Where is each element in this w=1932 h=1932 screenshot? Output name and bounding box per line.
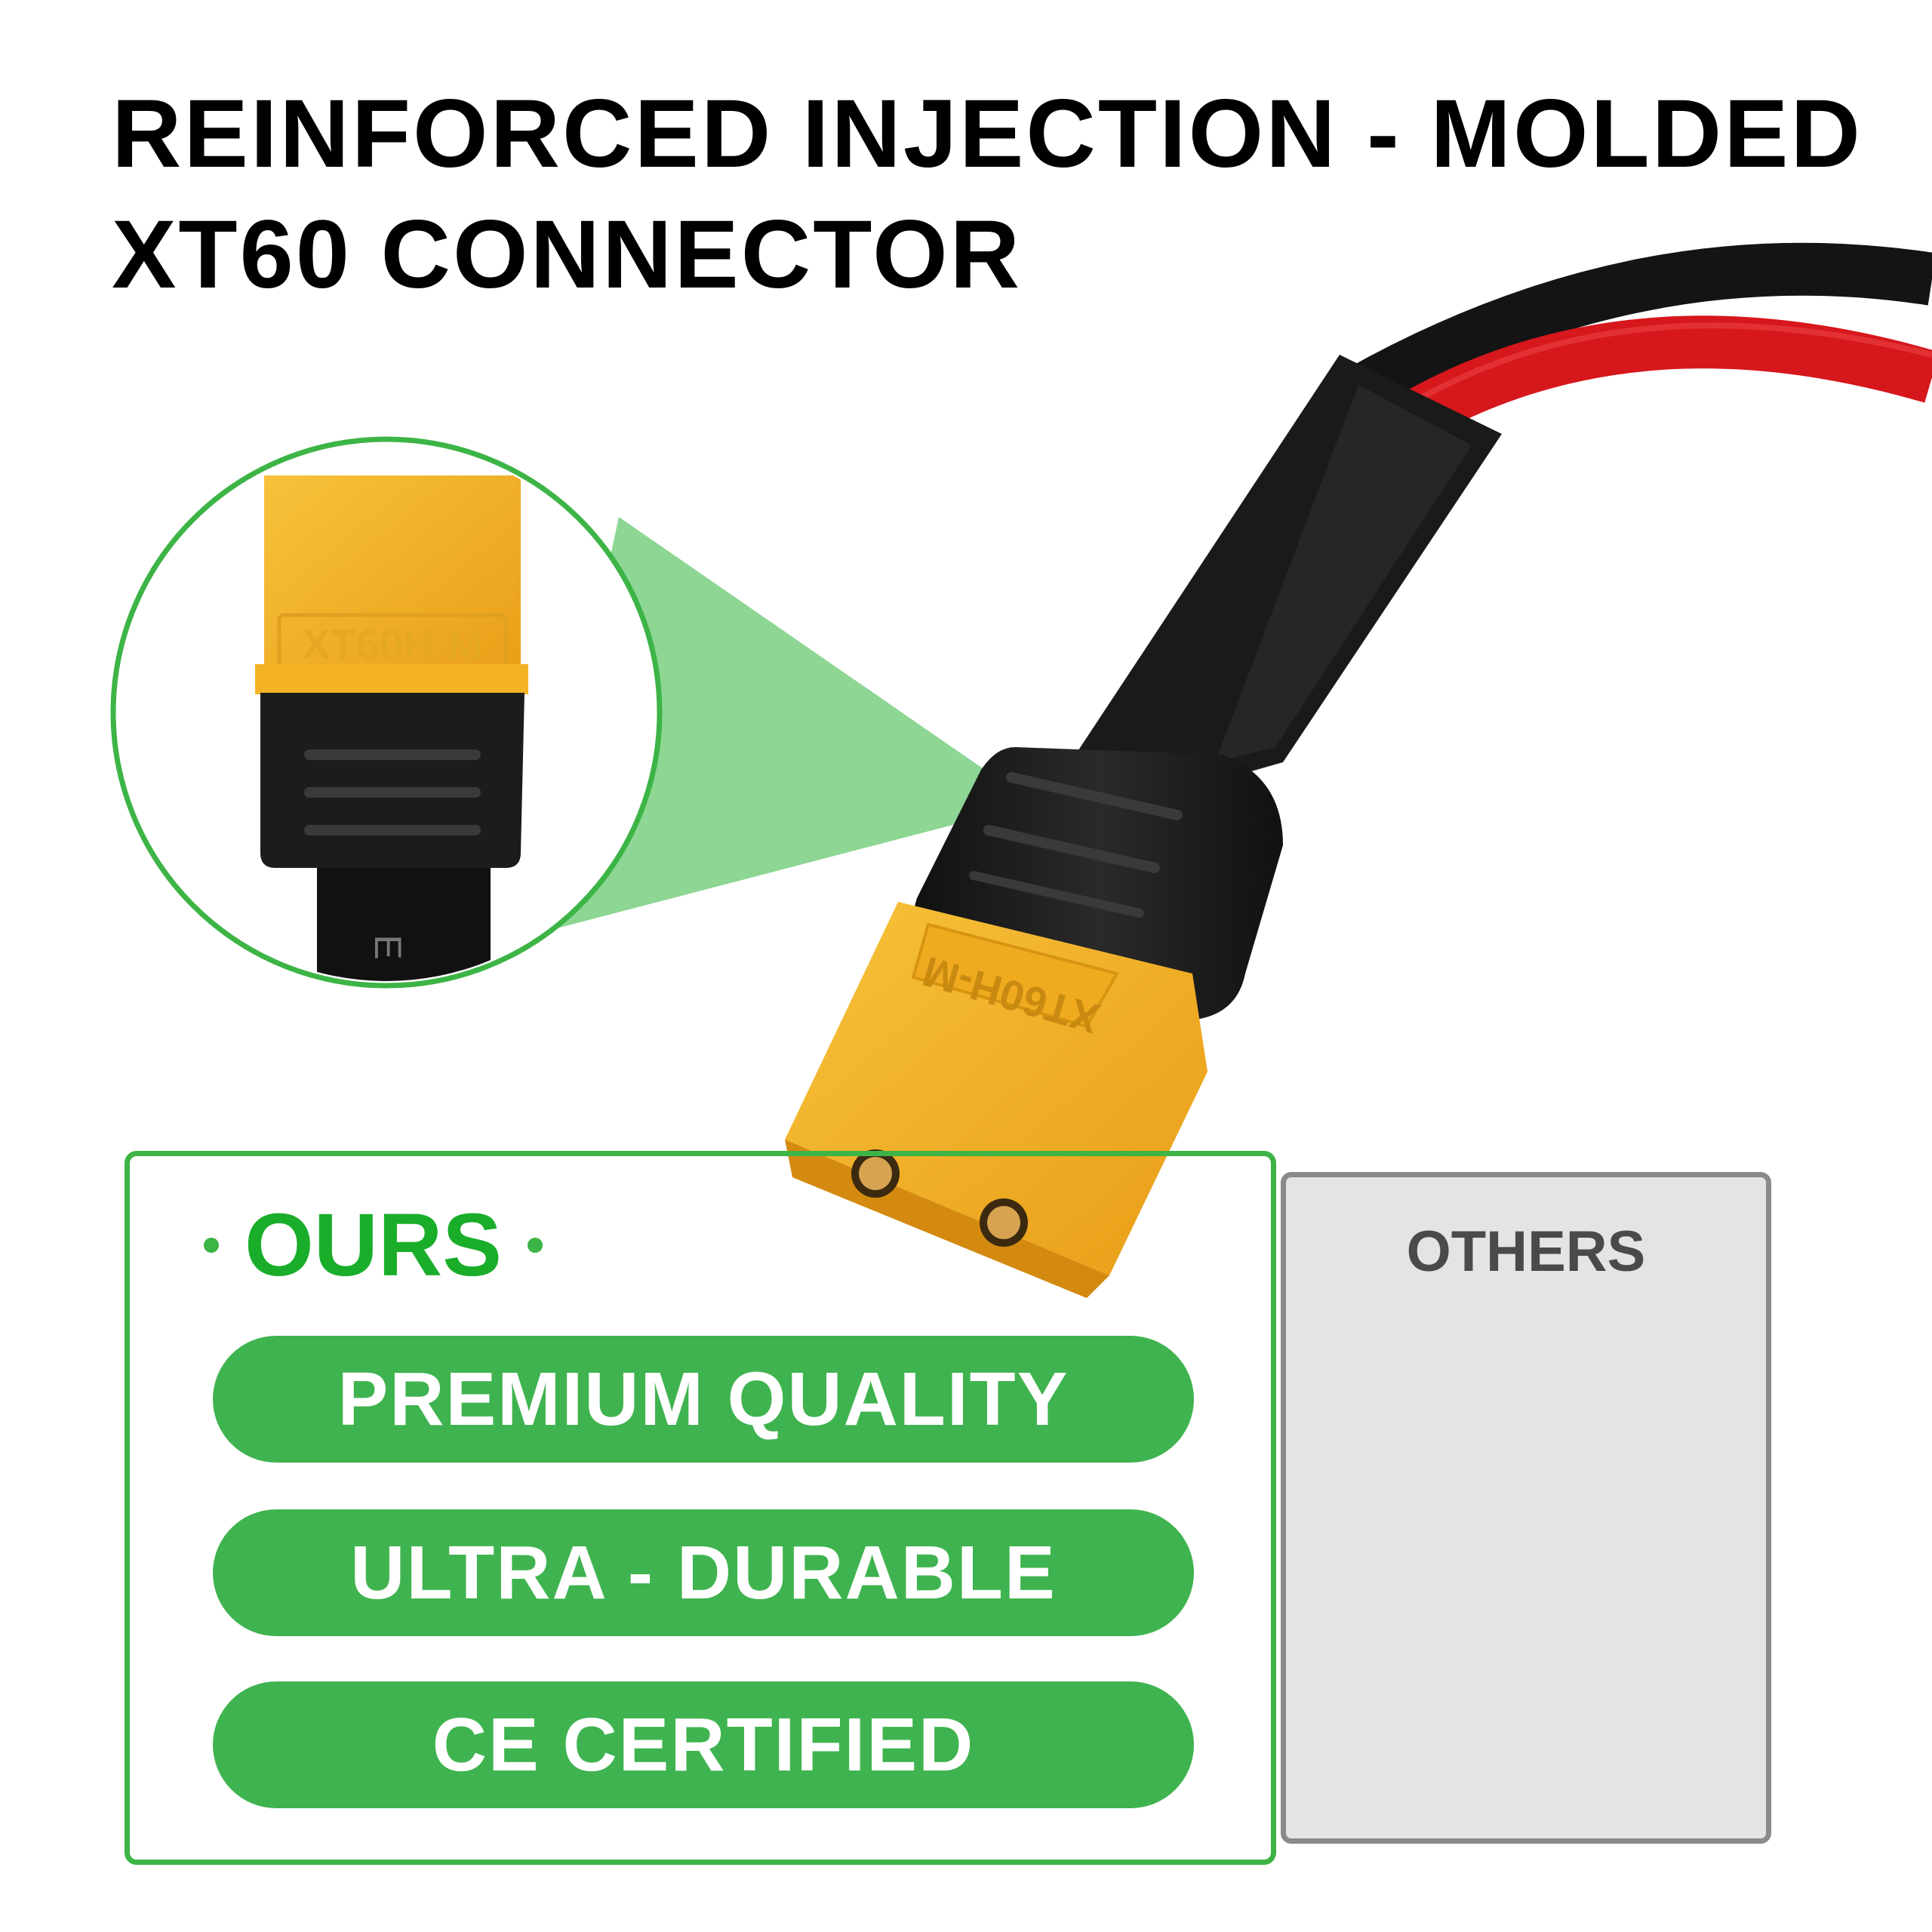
ours-panel — [125, 1151, 1276, 1865]
zoom-connector-marking: XT60H-M — [302, 620, 483, 668]
ours-title-text: OURS — [245, 1195, 502, 1295]
bullet-dot-icon — [527, 1238, 543, 1253]
cable-bundle — [1345, 242, 1932, 446]
bullet-dot-icon — [204, 1238, 219, 1253]
zoom-callout-content: XT60H-M E — [255, 475, 528, 981]
headline: REINFORCED INJECTION - MOLDED XT60 CONNE… — [112, 74, 1893, 315]
others-panel: OTHERS — [1281, 1172, 1771, 1844]
zoom-callout-cone — [528, 517, 1034, 936]
xt60-male-connector: XT60H-M — [785, 902, 1208, 1298]
headline-line-2: XT60 CONNECTOR — [112, 201, 1023, 309]
feature-pill-ultra-durable: ULTRA - DURABLE — [213, 1509, 1194, 1636]
ours-title: OURS — [204, 1189, 543, 1302]
headline-line-1: REINFORCED INJECTION - MOLDED — [112, 80, 1863, 188]
feature-pill-premium-quality: PREMIUM QUALITY — [213, 1336, 1194, 1463]
others-title: OTHERS — [1406, 1220, 1646, 1284]
zoom-cable-marking: E — [367, 934, 409, 959]
feature-pill-ce-certified: CE CERTIFIED — [213, 1681, 1194, 1808]
